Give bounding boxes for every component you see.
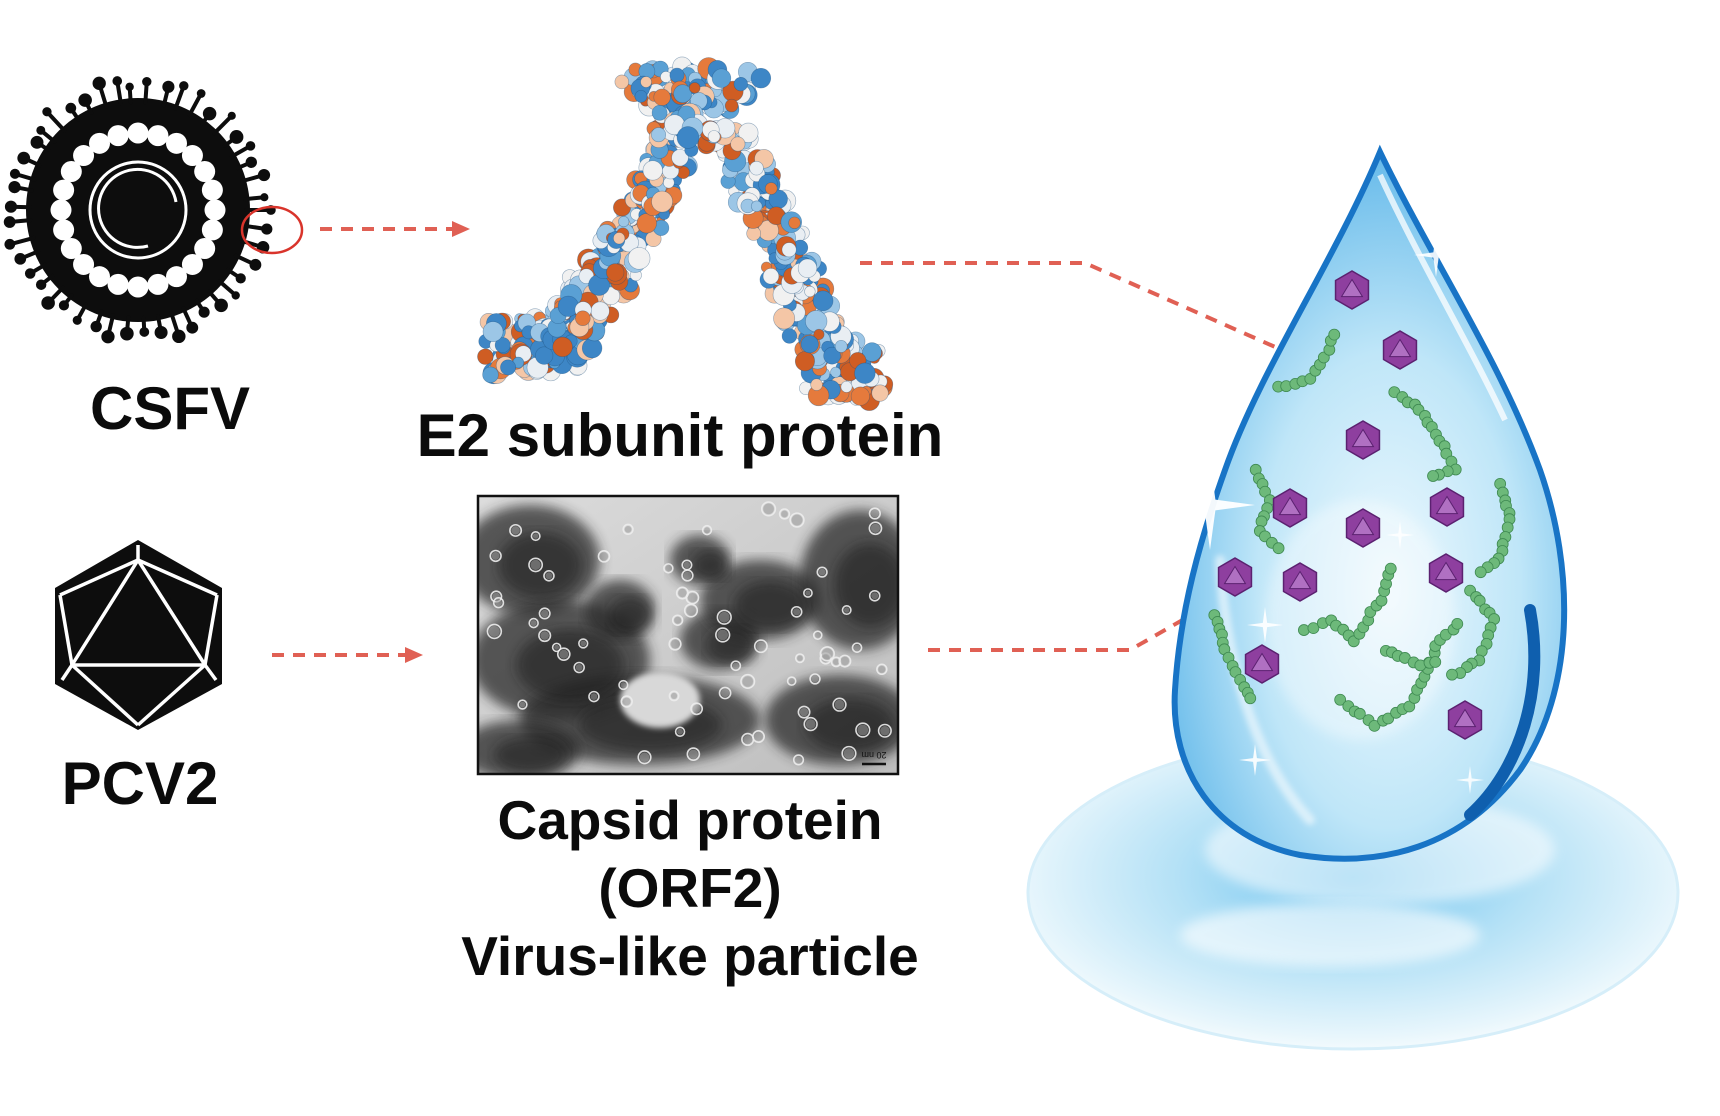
vlp-label: Virus-like particle — [410, 926, 970, 988]
pcv2-virus-icon — [55, 540, 222, 730]
pcv2-label: PCV2 — [30, 750, 250, 817]
vaccine-droplet-icon — [1028, 152, 1678, 1049]
csfv-virus-icon — [4, 76, 276, 343]
capsid-em-micrograph: 20 nm — [460, 496, 920, 780]
e2-protein-structure — [477, 57, 892, 411]
capsid-protein-label: Capsid protein — [410, 790, 970, 852]
orf2-label: (ORF2) — [410, 858, 970, 920]
e2-subunit-label: E2 subunit protein — [380, 402, 980, 469]
scale-bar-label: 20 nm — [861, 750, 886, 760]
csfv-label: CSFV — [60, 375, 280, 442]
